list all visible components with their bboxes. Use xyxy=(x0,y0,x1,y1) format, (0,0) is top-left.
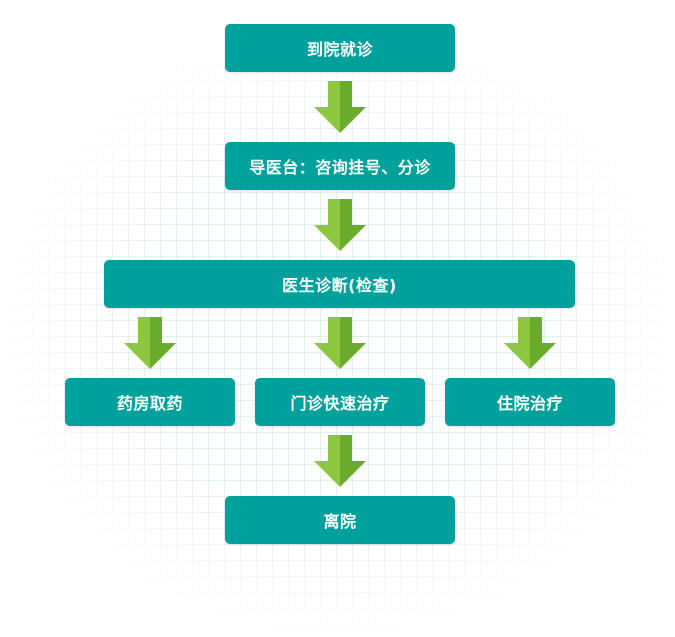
down-arrow-icon xyxy=(314,199,366,251)
node-arrive: 到院就诊 xyxy=(225,24,455,72)
node-guide-desk-label: 导医台：咨询挂号、分诊 xyxy=(249,158,431,177)
node-arrive-label: 到院就诊 xyxy=(306,40,373,59)
down-arrow-icon xyxy=(314,317,366,369)
node-diagnosis: 医生诊断(检查) xyxy=(104,260,575,308)
down-arrow-icon xyxy=(504,317,556,369)
down-arrow-icon xyxy=(314,435,366,487)
node-discharge-label: 离院 xyxy=(323,512,357,531)
down-arrow-icon xyxy=(314,81,366,133)
node-pharmacy: 药房取药 xyxy=(65,378,235,426)
down-arrow-icon xyxy=(124,317,176,369)
node-outpatient-label: 门诊快速治疗 xyxy=(290,394,390,413)
node-pharmacy-label: 药房取药 xyxy=(116,394,183,413)
node-outpatient: 门诊快速治疗 xyxy=(255,378,425,426)
node-inpatient-label: 住院治疗 xyxy=(496,394,563,413)
node-diagnosis-label: 医生诊断(检查) xyxy=(282,276,397,295)
node-discharge: 离院 xyxy=(225,496,455,544)
node-guide-desk: 导医台：咨询挂号、分诊 xyxy=(225,142,455,190)
node-inpatient: 住院治疗 xyxy=(445,378,615,426)
